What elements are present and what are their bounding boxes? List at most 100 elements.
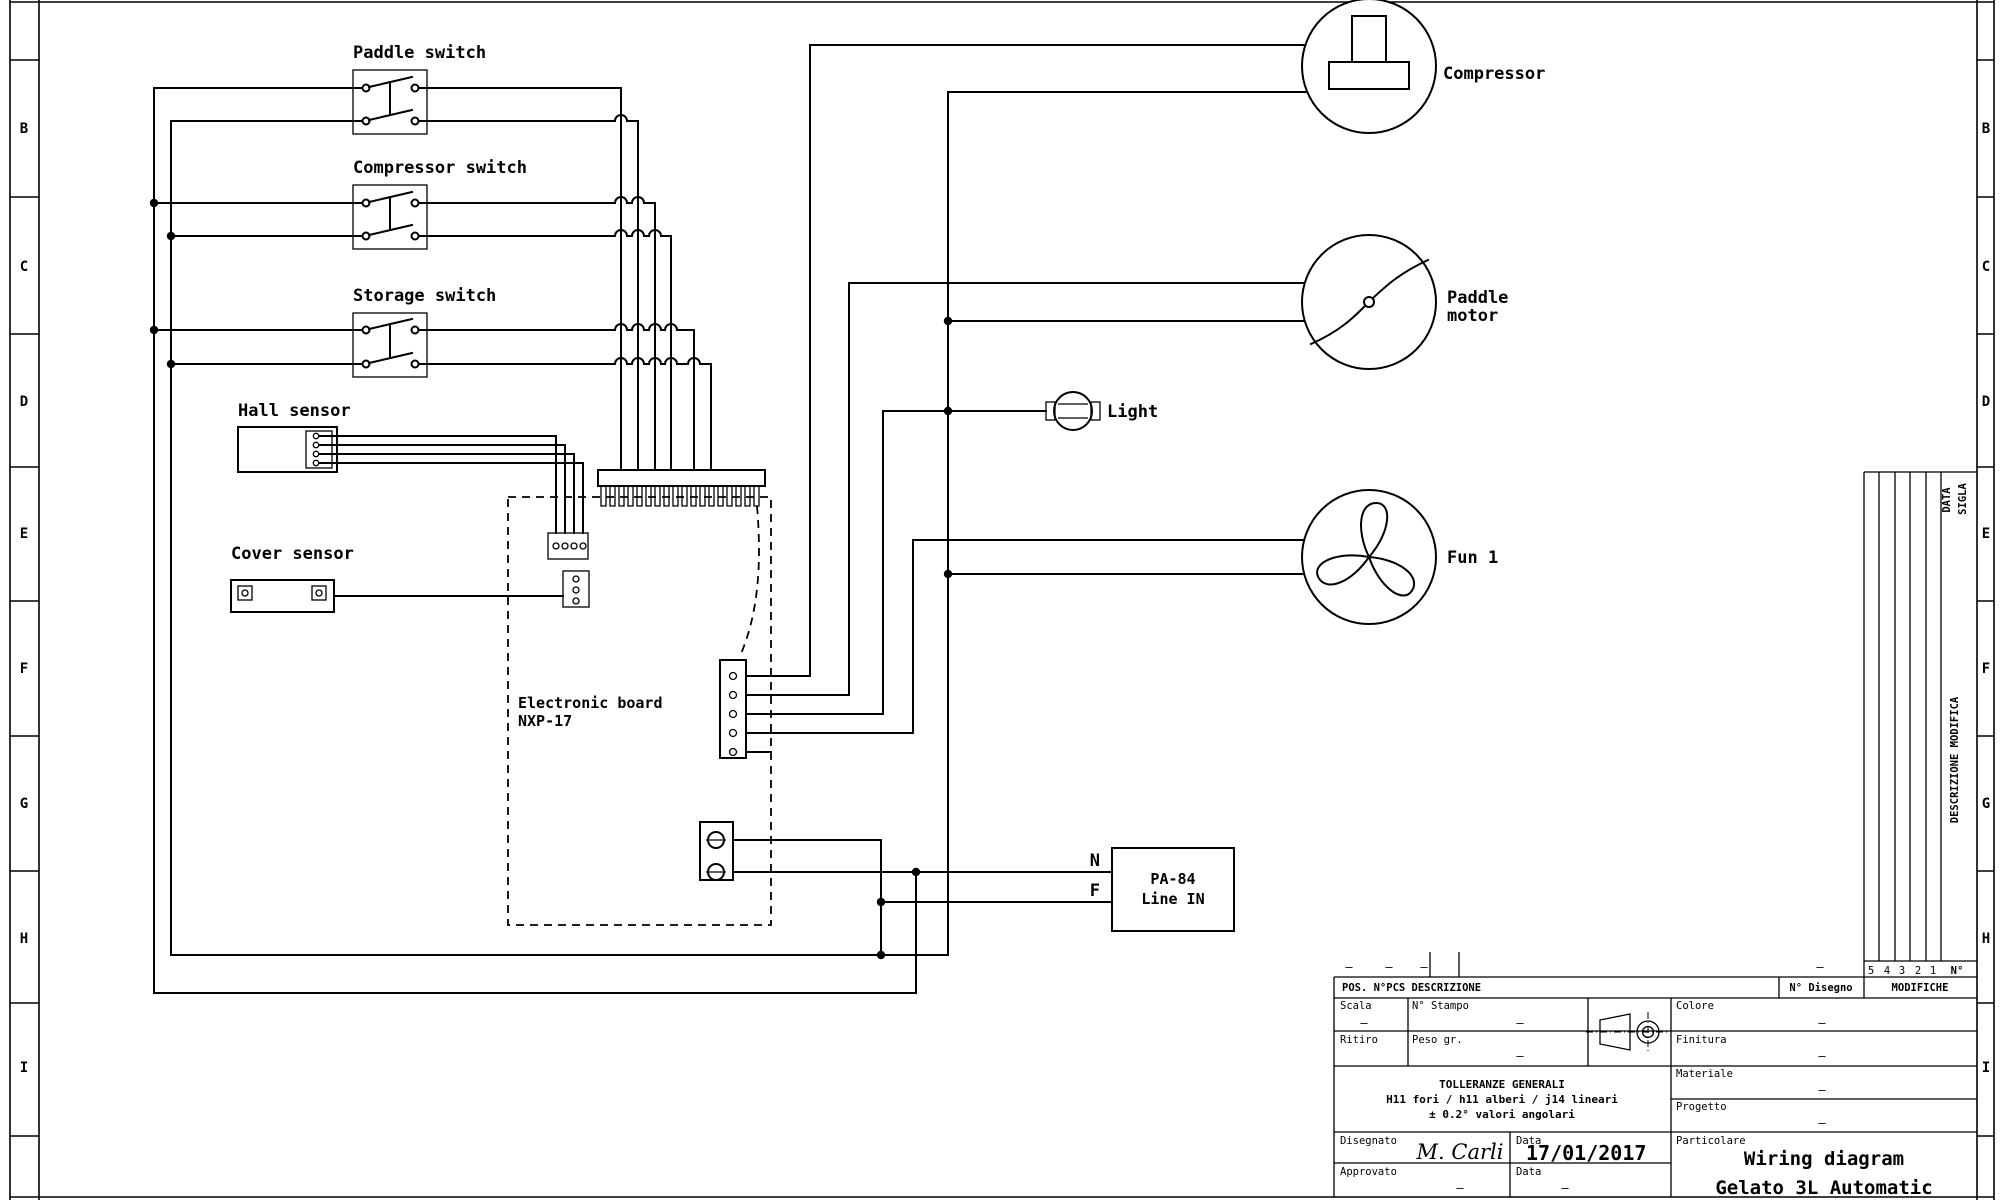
line-in-label-line2: Line IN <box>1141 890 1204 908</box>
revision-col-descr: DESCRIZIONE MODIFICA <box>1949 696 1961 823</box>
pos-header: POS. N°PCS DESCRIZIONE <box>1342 982 1481 994</box>
electronic-board: Electronic board NXP-17 <box>507 496 772 926</box>
line-in-module: PA-84 Line IN N F <box>1090 847 1235 932</box>
compressor-label: Compressor <box>1443 64 1545 84</box>
compressor-switch: Compressor switch <box>352 158 527 250</box>
drawing-subtitle: Gelato 3L Automatic <box>1715 1177 1932 1199</box>
mains-terminal-block <box>699 821 734 881</box>
projection-symbol <box>1586 1012 1670 1052</box>
scala-label: Scala <box>1340 1000 1372 1012</box>
frame-letters-right: B C D E F G H I <box>1982 121 1990 1076</box>
light-label: Light <box>1107 402 1158 422</box>
tolerances-line3: ± 0.2° valori angolari <box>1429 1108 1575 1121</box>
revision-row-number: 5 <box>1868 965 1874 977</box>
disegnato-signature: M. Carli <box>1416 1140 1504 1164</box>
cover-sensor: Cover sensor <box>230 544 354 613</box>
disegnato-label: Disegnato <box>1340 1135 1397 1147</box>
revision-strip: DATA SIGLA DESCRIZIONE MODIFICA 5 4 3 2 … <box>1863 471 1977 977</box>
sheet-border <box>9 0 1995 1200</box>
fan-label: Fun 1 <box>1447 548 1498 568</box>
peso-value: — <box>1516 1049 1524 1063</box>
hall-sensor-wires <box>319 435 584 534</box>
approvato-value: — <box>1456 1181 1464 1195</box>
revision-row-number: 1 <box>1930 965 1936 977</box>
revision-row-number: 2 <box>1915 965 1921 977</box>
frame-letter: F <box>1982 661 1990 677</box>
colore-value: — <box>1818 1016 1826 1030</box>
storage-switch-label: Storage switch <box>353 286 496 306</box>
frame-letter: I <box>20 1060 28 1076</box>
compressor-switch-label: Compressor switch <box>353 158 527 178</box>
n-disegno-header: N° Disegno <box>1789 982 1852 994</box>
revision-col-data: DATA <box>1941 487 1953 513</box>
fan: Fun 1 <box>1301 489 1498 625</box>
revision-col-sigla: SIGLA <box>1957 483 1969 515</box>
paddle-motor-label-line2: motor <box>1447 306 1498 326</box>
progetto-label: Progetto <box>1676 1101 1727 1113</box>
frame-letter: I <box>1982 1060 1990 1076</box>
frame-letter: H <box>1982 931 1990 947</box>
frame-letter: C <box>1982 259 1990 275</box>
left-bus-wires <box>153 87 354 994</box>
revision-row-number: 3 <box>1899 965 1905 977</box>
pos-list-dash: — <box>1420 960 1428 974</box>
materiale-value: — <box>1818 1083 1826 1097</box>
scala-value: — <box>1360 1016 1368 1030</box>
light: Light <box>1045 391 1158 431</box>
data-label: Data <box>1516 1135 1541 1147</box>
hall-sensor-label: Hall sensor <box>238 401 351 421</box>
paddle-switch-label: Paddle switch <box>353 43 486 63</box>
date-value: 17/01/2017 <box>1526 1141 1646 1165</box>
frame-letter: G <box>20 796 28 812</box>
neutral-wire-label: N <box>1090 851 1100 871</box>
frame-letter: D <box>1982 394 1990 410</box>
frame-letter: H <box>20 931 28 947</box>
progetto-value: — <box>1818 1116 1826 1130</box>
title-block: — — — — POS. N°PCS DESCRIZIONE N° Disegn… <box>1333 952 1977 1199</box>
revision-col-n: N° <box>1951 965 1964 977</box>
ritiro-label: Ritiro <box>1340 1034 1378 1046</box>
tolerances-line1: TOLLERANZE GENERALI <box>1439 1078 1565 1091</box>
board-edge-connector-strip <box>597 469 766 507</box>
paddle-motor: Paddle motor <box>1301 234 1508 370</box>
colore-label: Colore <box>1676 1000 1714 1012</box>
frame-letter: B <box>20 121 28 137</box>
hall-sensor: Hall sensor <box>237 401 351 473</box>
board-output-wires <box>745 44 1306 753</box>
frame-letter: E <box>20 526 28 542</box>
mains-wires <box>153 839 1113 994</box>
finitura-label: Finitura <box>1676 1034 1727 1046</box>
data2-label: Data <box>1516 1166 1541 1178</box>
n-stampo-value: — <box>1516 1016 1524 1030</box>
n-stampo-label: N° Stampo <box>1412 1000 1469 1012</box>
frame-letter: D <box>20 394 28 410</box>
neutral-bus-wires <box>947 91 1308 956</box>
particolare-label: Particolare <box>1676 1135 1746 1147</box>
output-connector <box>719 659 747 759</box>
frame-letter: E <box>1982 526 1990 542</box>
board-label-line2: NXP-17 <box>518 712 572 730</box>
n-disegno-dash: — <box>1816 960 1824 974</box>
switch-to-board-wires <box>426 87 712 471</box>
pos-list-dash: — <box>1345 960 1353 974</box>
paddle-switch: Paddle switch <box>352 43 486 135</box>
frame-letters-left: B C D E F G H I <box>20 121 28 1076</box>
frame-letter: B <box>1982 121 1990 137</box>
line-in-label-line1: PA-84 <box>1150 870 1195 888</box>
junction-dots <box>149 198 953 960</box>
storage-switch: Storage switch <box>352 286 496 378</box>
paddle-motor-label-line1: Paddle <box>1447 288 1508 308</box>
board-label-line1: Electronic board <box>518 694 663 712</box>
cover-sensor-label: Cover sensor <box>231 544 354 564</box>
compressor: Compressor <box>1301 0 1545 134</box>
tolerances-line2: H11 fori / h11 alberi / j14 lineari <box>1386 1093 1618 1106</box>
revision-row-number: 4 <box>1884 965 1890 977</box>
hall-connector <box>547 532 589 560</box>
finitura-value: — <box>1818 1049 1826 1063</box>
modifiche-header: MODIFICHE <box>1892 982 1949 994</box>
frame-letter: F <box>20 661 28 677</box>
data2-value: — <box>1561 1181 1569 1195</box>
approvato-label: Approvato <box>1340 1166 1397 1178</box>
